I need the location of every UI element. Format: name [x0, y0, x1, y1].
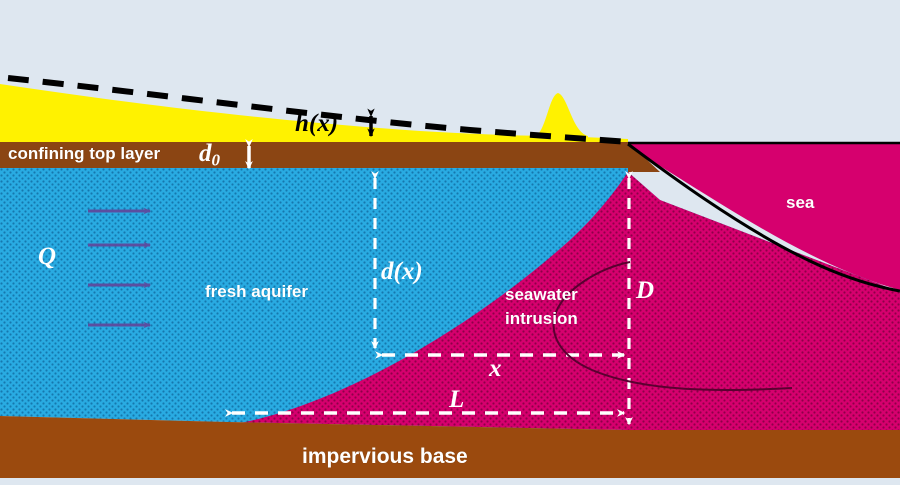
water-table-mound	[532, 93, 588, 142]
piezometric-head-dashed-line	[7, 75, 629, 145]
seabed-boundary-line	[627, 142, 900, 293]
sea-body	[628, 144, 900, 290]
confining-top-layer-band	[0, 142, 660, 172]
groundwater-flow-arrows	[88, 207, 152, 329]
seawater-intrusion-leader-line	[552, 261, 793, 392]
impervious-base-band	[0, 416, 900, 478]
water-table-yellow-wedge	[0, 84, 628, 146]
seawater-intrusion-wedge	[228, 172, 900, 430]
